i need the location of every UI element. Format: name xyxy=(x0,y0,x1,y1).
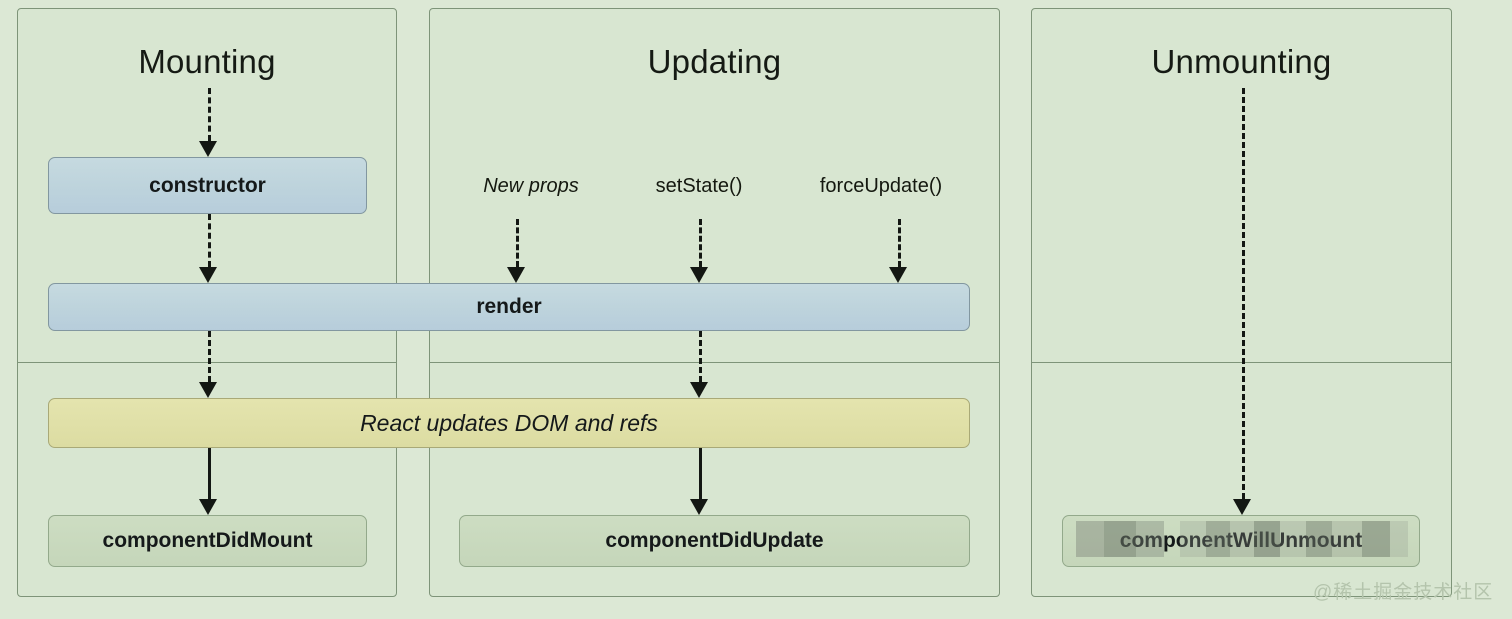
phase-title-unmounting: Unmounting xyxy=(1151,43,1332,80)
node-constructor-label: constructor xyxy=(149,173,266,197)
node-did-update-label: componentDidUpdate xyxy=(605,529,824,552)
node-component-did-update: componentDidUpdate xyxy=(459,515,970,567)
node-commit-label: React updates DOM and refs xyxy=(360,409,658,436)
phase-title-updating: Updating xyxy=(647,43,782,80)
watermark: @稀土掘金技术社区 xyxy=(1313,582,1494,603)
node-constructor: constructor xyxy=(48,157,367,214)
trigger-label-new-props: New props xyxy=(483,175,579,197)
node-render-label: render xyxy=(476,295,542,318)
phase-divider-unmounting xyxy=(1032,362,1451,363)
node-component-did-mount: componentDidMount xyxy=(48,515,367,567)
node-component-will-unmount: componentWillUnmount xyxy=(1062,515,1420,567)
trigger-label-set-state: setState() xyxy=(655,175,743,197)
node-render: render xyxy=(48,283,970,331)
phase-title-mounting: Mounting xyxy=(138,43,276,80)
node-react-updates-dom-and-refs: React updates DOM and refs xyxy=(48,398,970,448)
node-did-mount-label: componentDidMount xyxy=(102,529,313,552)
phase-divider-updating xyxy=(430,362,999,363)
phase-divider-mounting xyxy=(18,362,396,363)
node-will-unmount-label: componentWillUnmount xyxy=(1119,529,1363,552)
phase-panel-unmounting: Unmounting xyxy=(1031,8,1452,597)
trigger-label-force-update: forceUpdate() xyxy=(819,175,943,197)
